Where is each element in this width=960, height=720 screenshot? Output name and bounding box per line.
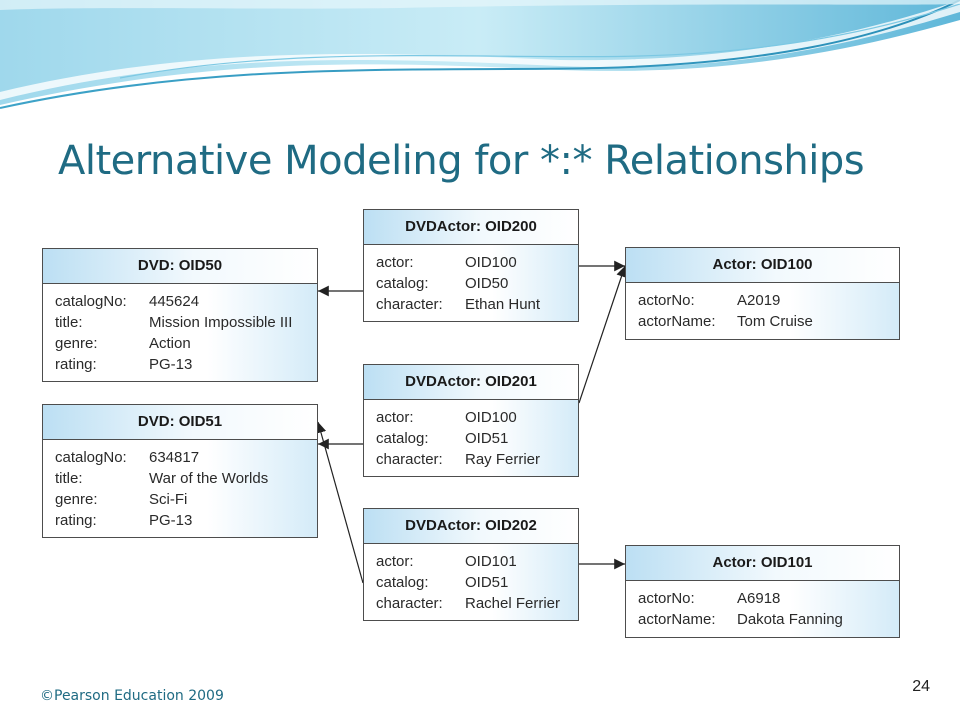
object-title: Actor: OID101 xyxy=(626,546,899,581)
field-name: genre: xyxy=(55,491,98,508)
field-row: actorName: Dakota Fanning xyxy=(638,609,887,630)
field-value: A6918 xyxy=(737,590,781,607)
field-row: character: Ethan Hunt xyxy=(376,294,566,315)
field-value: PG-13 xyxy=(149,512,193,529)
object-title: DVD: OID51 xyxy=(43,405,317,440)
field-name: title: xyxy=(55,314,83,331)
field-name: character: xyxy=(376,296,443,313)
field-row: genre: Action xyxy=(55,333,305,354)
field-value: 634817 xyxy=(149,449,200,466)
field-row: actorNo: A6918 xyxy=(638,588,887,609)
field-value: OID101 xyxy=(465,553,517,570)
field-name: actorName: xyxy=(638,611,716,628)
field-row: character: Ray Ferrier xyxy=(376,449,566,470)
object-dvdactor-oid200: DVDActor: OID200 actor: OID100 catalog: OI… xyxy=(363,209,579,322)
field-value: A2019 xyxy=(737,292,781,309)
field-value: OID50 xyxy=(465,275,509,292)
field-row: title: Mission Impossible III xyxy=(55,312,305,333)
object-actor-oid100: Actor: OID100 actorNo: A2019 actorName: To… xyxy=(625,247,900,340)
field-value: Mission Impossible III xyxy=(149,314,293,331)
field-value: War of the Worlds xyxy=(149,470,269,487)
field-name: actorName: xyxy=(638,313,716,330)
field-value: OID100 xyxy=(465,409,517,426)
object-actor-oid101: Actor: OID101 actorNo: A6918 actorName: Da… xyxy=(625,545,900,638)
field-value: Action xyxy=(149,335,191,352)
field-name: catalog: xyxy=(376,275,429,292)
field-name: title: xyxy=(55,470,83,487)
field-value: Ethan Hunt xyxy=(465,296,541,313)
header-wave-decoration xyxy=(0,0,960,109)
field-value: PG-13 xyxy=(149,356,193,373)
field-row: rating: PG-13 xyxy=(55,354,305,375)
field-row: title: War of the Worlds xyxy=(55,468,305,489)
field-row: catalogNo: 634817 xyxy=(55,447,305,468)
slide-title: Alternative Modeling for *:* Relationshi… xyxy=(58,138,865,184)
field-value: Tom Cruise xyxy=(737,313,813,330)
field-name: catalog: xyxy=(376,430,429,447)
field-value: OID51 xyxy=(465,574,509,591)
field-value: Rachel Ferrier xyxy=(465,595,561,612)
field-row: genre: Sci-Fi xyxy=(55,489,305,510)
object-title: DVDActor: OID200 xyxy=(364,210,578,245)
field-row: actor: OID100 xyxy=(376,252,566,273)
field-value: OID51 xyxy=(465,430,509,447)
field-name: actor: xyxy=(376,409,414,426)
field-row: catalog: OID51 xyxy=(376,572,566,593)
field-name: rating: xyxy=(55,356,97,373)
field-name: catalogNo: xyxy=(55,293,127,310)
field-row: rating: PG-13 xyxy=(55,510,305,531)
object-title: DVDActor: OID201 xyxy=(364,365,578,400)
field-row: actor: OID101 xyxy=(376,551,566,572)
field-value: OID100 xyxy=(465,254,517,271)
field-name: catalogNo: xyxy=(55,449,127,466)
field-value: Ray Ferrier xyxy=(465,451,541,468)
field-row: catalog: OID51 xyxy=(376,428,566,449)
field-value: Dakota Fanning xyxy=(737,611,843,628)
field-row: actorName: Tom Cruise xyxy=(638,311,887,332)
object-dvd-oid51: DVD: OID51 catalogNo: 634817 title: War of… xyxy=(42,404,318,538)
field-name: actor: xyxy=(376,254,414,271)
field-name: actorNo: xyxy=(638,292,695,309)
field-row: actor: OID100 xyxy=(376,407,566,428)
object-title: Actor: OID100 xyxy=(626,248,899,283)
object-dvdactor-oid201: DVDActor: OID201 actor: OID100 catalog: OI… xyxy=(363,364,579,477)
field-value: Sci-Fi xyxy=(149,491,188,508)
field-name: actor: xyxy=(376,553,414,570)
object-dvd-oid50: DVD: OID50 catalogNo: 445624 title: Missio… xyxy=(42,248,318,382)
field-row: catalogNo: 445624 xyxy=(55,291,305,312)
object-title: DVDActor: OID202 xyxy=(364,509,578,544)
object-title: DVD: OID50 xyxy=(43,249,317,284)
field-name: genre: xyxy=(55,335,98,352)
field-row: character: Rachel Ferrier xyxy=(376,593,566,614)
copyright-footer: ©Pearson Education 2009 xyxy=(40,688,224,704)
field-name: rating: xyxy=(55,512,97,529)
field-name: actorNo: xyxy=(638,590,695,607)
field-name: character: xyxy=(376,595,443,612)
field-name: catalog: xyxy=(376,574,429,591)
page-number: 24 xyxy=(912,678,930,695)
field-row: actorNo: A2019 xyxy=(638,290,887,311)
field-value: 445624 xyxy=(149,293,200,310)
field-row: catalog: OID50 xyxy=(376,273,566,294)
object-dvdactor-oid202: DVDActor: OID202 actor: OID101 catalog: OI… xyxy=(363,508,579,621)
field-name: character: xyxy=(376,451,443,468)
